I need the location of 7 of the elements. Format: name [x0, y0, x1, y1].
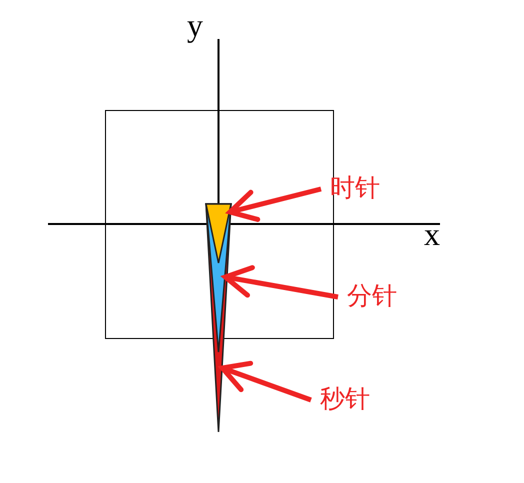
- leader-arrow: [228, 186, 322, 222]
- axis-label: y: [187, 9, 203, 41]
- leader-arrow: [222, 265, 338, 300]
- axis-label: x: [424, 218, 440, 250]
- callout-label: 秒针: [311, 384, 370, 414]
- callout-label: 分针: [338, 281, 397, 311]
- leader-arrow: [220, 360, 312, 402]
